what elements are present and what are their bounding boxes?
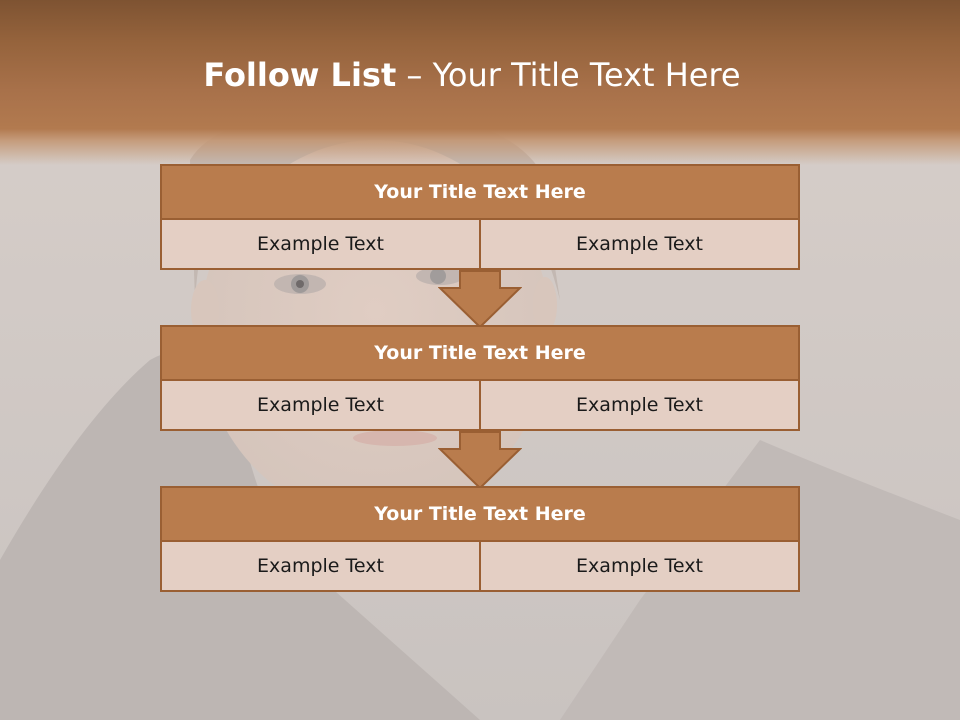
block-row: Example Text Example Text bbox=[160, 220, 800, 270]
title-bold-part: Follow List bbox=[203, 56, 397, 94]
block-row: Example Text Example Text bbox=[160, 381, 800, 431]
title-rest: Your Title Text Here bbox=[432, 56, 741, 94]
down-arrow-icon bbox=[438, 431, 522, 489]
header-band bbox=[0, 0, 960, 165]
list-block: Your Title Text Here Example Text Exampl… bbox=[160, 486, 800, 592]
title-dash: – bbox=[396, 56, 433, 94]
block-row: Example Text Example Text bbox=[160, 542, 800, 592]
block-cell-left[interactable]: Example Text bbox=[160, 381, 481, 431]
block-cell-left[interactable]: Example Text bbox=[160, 220, 481, 270]
list-block: Your Title Text Here Example Text Exampl… bbox=[160, 164, 800, 270]
down-arrow-icon bbox=[438, 270, 522, 328]
page-title: Follow List – Your Title Text Here bbox=[0, 52, 944, 98]
block-cell-right[interactable]: Example Text bbox=[479, 381, 800, 431]
block-title[interactable]: Your Title Text Here bbox=[160, 486, 800, 542]
list-block: Your Title Text Here Example Text Exampl… bbox=[160, 325, 800, 431]
block-title[interactable]: Your Title Text Here bbox=[160, 164, 800, 220]
block-cell-left[interactable]: Example Text bbox=[160, 542, 481, 592]
block-cell-right[interactable]: Example Text bbox=[479, 542, 800, 592]
block-cell-right[interactable]: Example Text bbox=[479, 220, 800, 270]
block-title[interactable]: Your Title Text Here bbox=[160, 325, 800, 381]
